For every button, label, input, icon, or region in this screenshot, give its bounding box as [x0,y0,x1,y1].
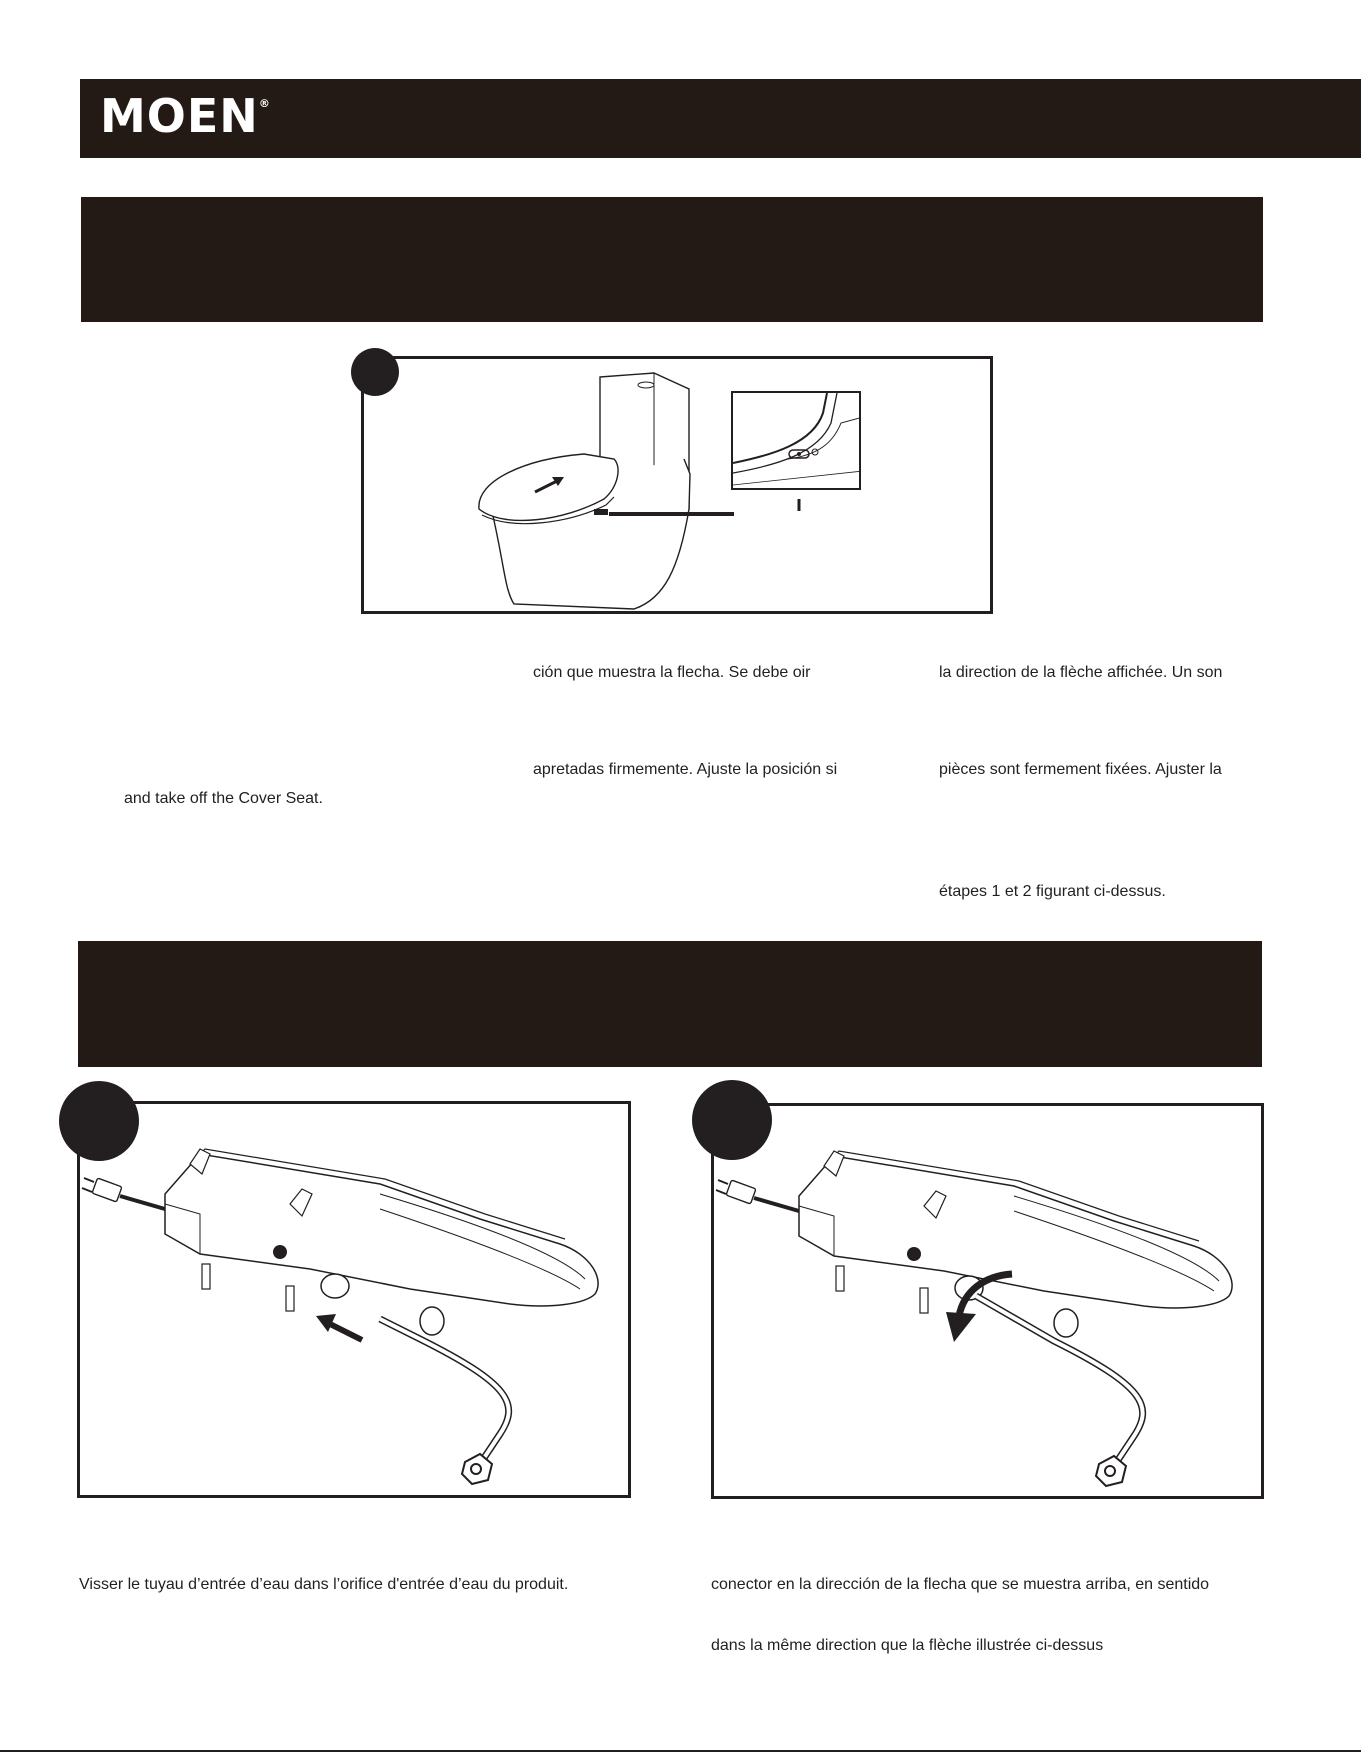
arrow-icon [316,1314,364,1343]
figure-tighten-connector [692,1080,1264,1499]
detail-inset [731,391,861,490]
hose-nut-icon [460,1452,494,1486]
registered-mark: ® [258,97,271,110]
section-1-heading-bar [81,197,1263,322]
figure-insert-water-hose [59,1081,631,1498]
brand-logo: MOEN® [100,89,271,143]
section-2-heading-bar [78,941,1262,1067]
brand-header: MOEN® [80,79,1361,158]
left-figure-caption-fr: Visser le tuyau d’entrée d’eau dans l’or… [79,1576,569,1593]
right-figure-caption-fr: dans la même direction que la flèche ill… [711,1637,1104,1654]
step-badge [59,1081,139,1161]
figure-remove-cover-seat [351,348,993,614]
arrow-icon [534,477,564,494]
english-text-line: and take off the Cover Seat. [124,790,323,807]
document-code: 0125/2025 INS12986A 5000XXXXXX Released … [0,1537,2,1672]
seat-hose-illustration [81,1148,599,1486]
right-figure-caption-es: conector en la dirección de la flecha qu… [711,1576,1210,1593]
hose-nut-icon [1094,1454,1128,1488]
bottom-rule [0,1750,1361,1752]
spanish-text-line: ción que muestra la flecha. Se debe oir [533,664,811,681]
toilet-illustration [478,372,801,610]
french-text-line: la direction de la flèche affichée. Un s… [939,664,1223,681]
seat-hose-illustration [715,1150,1233,1488]
spanish-text-line: apretadas firmemente. Ajuste la posición… [533,761,838,778]
brand-name: MOEN [100,89,259,143]
step-badge [692,1080,772,1160]
curved-arrow-icon [946,1270,1013,1342]
seat-release-detail [733,393,859,486]
power-plug-icon [81,1177,123,1203]
step-badge [351,348,399,396]
power-plug-icon [715,1179,757,1205]
french-text-line: étapes 1 et 2 figurant ci-dessus. [939,883,1166,900]
french-text-line: pièces sont fermement fixées. Ajuster la [939,761,1222,778]
